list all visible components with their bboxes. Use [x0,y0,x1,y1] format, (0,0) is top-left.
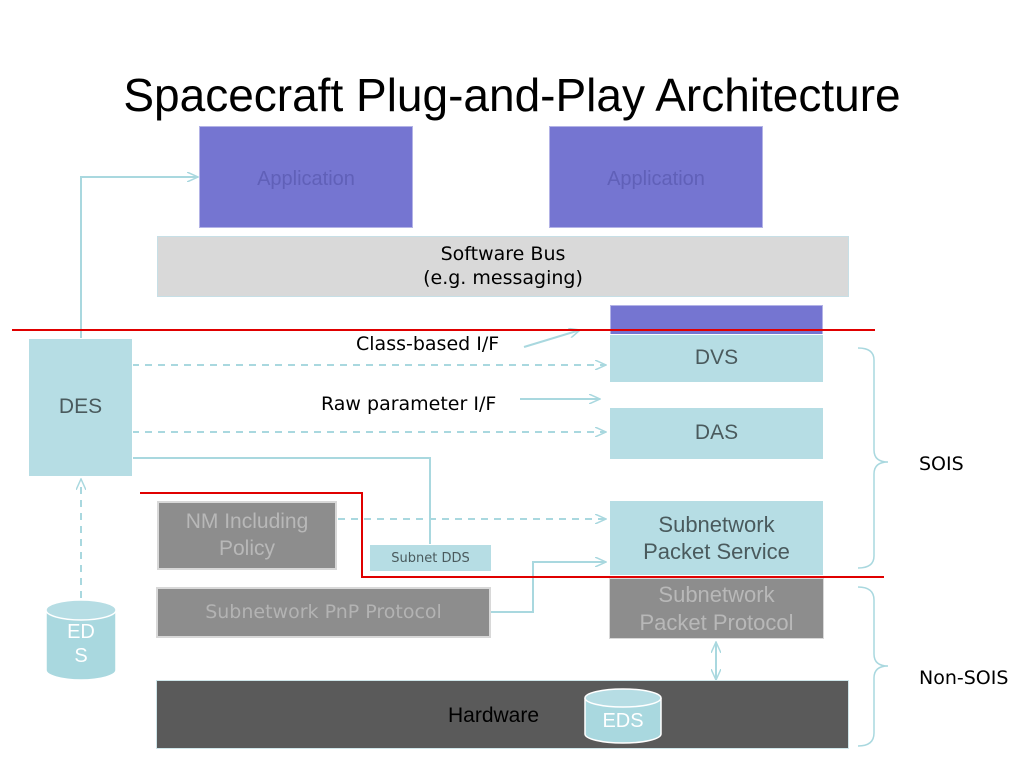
des-box: DES [28,338,133,477]
eds-left-line2: S [74,645,88,667]
hardware-box [156,680,849,749]
dvs-box: DVS [609,334,824,383]
subnetwork-pnp-protocol-box: Subnetwork PnP Protocol [156,587,491,638]
sois-label: SOIS [919,453,964,475]
des-to-application-arrow [80,177,198,338]
sps-sublabel: Packet Service [643,539,790,564]
pnp-sps-line [490,562,606,613]
des-label: DES [58,395,103,419]
application-box-right: Application [549,126,763,228]
software-bus: Software Bus (e.g. messaging) [157,236,849,297]
non-sois-brace [857,586,889,747]
subnetwork-packet-service-box: Subnetwork Packet Service [609,500,824,576]
nm-policy-box: NM Including Policy [157,501,337,570]
software-bus-label: Software Bus [440,242,566,265]
raw-parameter-if-label: Raw parameter I/F [321,393,497,415]
subnetwork-packet-protocol-box: Subnetwork Packet Protocol [609,578,824,639]
class-based-if-label: Class-based I/F [356,333,500,355]
hardware-label: Hardware [448,704,540,727]
application-box-left: Application [199,126,413,228]
pnp-protocol-label: Subnetwork PnP Protocol [205,600,442,623]
dvs-application-block [610,305,823,335]
class-based-arrow [523,330,580,348]
nm-sublabel: Policy [218,536,276,560]
eds-hardware-label: EDS [602,710,644,732]
das-label: DAS [694,421,739,445]
sps-label: Subnetwork [658,511,775,537]
non-sois-label: Non-SOIS [919,667,1009,689]
nm-label: NM Including [185,510,309,534]
sois-brace [857,347,889,569]
spp-sublabel: Packet Protocol [639,609,794,635]
eds-left-line1: ED [67,621,95,643]
subnet-dds-box: Subnet DDS [369,544,492,572]
application-label: Application [607,168,705,190]
page-title: Spacecraft Plug-and-Play Architecture [123,69,901,121]
dvs-label: DVS [694,346,739,370]
application-label: Application [257,168,355,190]
das-box: DAS [609,407,824,460]
spp-label: Subnetwork [658,582,775,607]
software-bus-sublabel: (e.g. messaging) [423,266,583,289]
eds-left-label: ED S [46,620,116,668]
